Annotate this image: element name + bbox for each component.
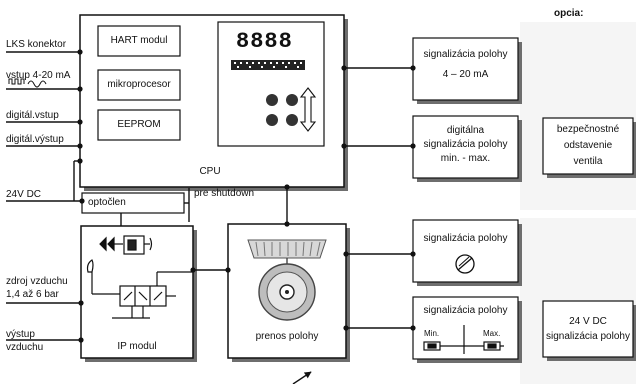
mechanical-indicator-icon — [455, 254, 475, 274]
ip-module-label: IP modul — [117, 341, 157, 352]
microprocessor-label: mikroprocesor — [107, 79, 171, 90]
switch-max-label: Max. — [483, 329, 501, 338]
junction-dots — [77, 49, 416, 343]
display-button-4[interactable] — [286, 114, 298, 126]
output-mechanical-label: signalizácia polohy — [423, 233, 508, 244]
input-digital-out-label: digitál.výstup — [6, 134, 64, 145]
eeprom-box — [97, 109, 181, 141]
air-supply-label-1: zdroj vzduchu — [6, 276, 68, 287]
input-analog-label: vstup 4-20 mA — [6, 70, 71, 81]
option-power-box — [542, 300, 634, 358]
display-button-1[interactable] — [266, 94, 278, 106]
display-digits: 8888 — [236, 29, 293, 54]
wave-signal-icon — [8, 78, 47, 88]
option-safety-label-2: odstavenie — [563, 140, 613, 151]
option-safety-label-3: ventila — [573, 156, 603, 167]
output-analog-box — [412, 37, 519, 101]
output-digital-box — [412, 115, 519, 179]
hart-module-label: HART modul — [110, 35, 168, 46]
air-out-label-2: vzduchu — [6, 342, 44, 353]
output-switch-label: signalizácia polohy — [423, 305, 508, 316]
input-power-label: 24V DC — [6, 189, 42, 200]
position-transfer-label: prenos polohy — [255, 331, 319, 342]
rotation-arrow — [292, 371, 312, 384]
output-analog-label-2: 4 – 20 mA — [442, 69, 489, 80]
pneumatic-valve-symbol — [86, 235, 193, 319]
display-button-2[interactable] — [286, 94, 298, 106]
shutdown-label: pre shutdown — [194, 188, 255, 199]
option-panel-upper — [520, 22, 636, 210]
output-digital-label-1: digitálna — [446, 125, 485, 136]
cpu-label: CPU — [199, 166, 221, 177]
limit-switch-icon — [423, 325, 504, 354]
output-digital-label-3: min. - max. — [440, 153, 491, 164]
input-lks-label: LKS konektor — [6, 39, 67, 50]
switch-min-label: Min. — [424, 329, 440, 338]
connection-lines — [6, 51, 413, 341]
up-down-arrow-icon[interactable] — [299, 87, 317, 132]
option-power-label-1: 24 V DC — [569, 316, 607, 327]
display-button-3[interactable] — [266, 114, 278, 126]
output-analog-label-1: signalizácia polohy — [423, 49, 508, 60]
display-dot-pattern — [234, 62, 302, 68]
hart-module-box — [97, 25, 181, 57]
microprocessor-box — [97, 69, 181, 101]
air-supply-label-2: 1,4 až 6 bar — [6, 289, 59, 300]
option-label: opcia: — [554, 8, 584, 19]
position-sensor-gear-icon — [247, 239, 327, 321]
option-power-label-2: signalizácia polohy — [546, 331, 630, 342]
eeprom-label: EEPROM — [117, 119, 161, 130]
input-digital-in-label: digitál.vstup — [6, 110, 59, 121]
display-dots — [231, 60, 305, 70]
output-digital-label-2: signalizácia polohy — [423, 139, 508, 150]
option-safety-label-1: bezpečnostné — [556, 124, 620, 135]
option-safety-box — [542, 117, 634, 175]
air-out-label-1: výstup — [6, 329, 35, 340]
optocoupler-label: optočlen — [88, 197, 126, 208]
